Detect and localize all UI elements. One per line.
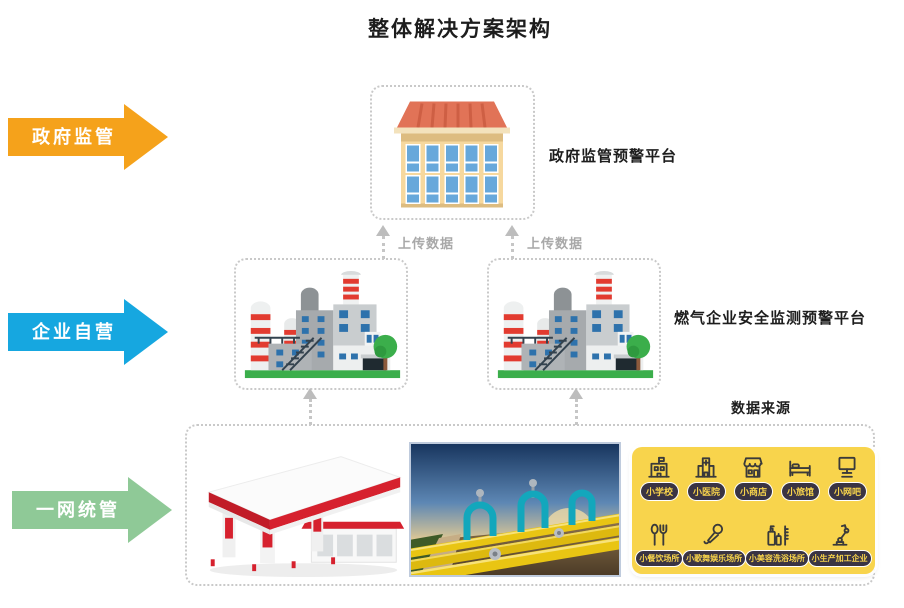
venue-item-beauty-bath: 小美容洗浴场所: [745, 522, 808, 566]
source-arrow-right-icon: [569, 388, 583, 425]
venue-label: 小生产加工企业: [808, 551, 871, 566]
venue-item-karaoke: 小歌舞娱乐场所: [683, 522, 746, 566]
gov-platform-box: [370, 85, 535, 220]
gas-station-icon: [207, 456, 405, 578]
lane-gov-label: 政府监管: [32, 127, 116, 147]
upload-data-label-right: 上传数据: [527, 236, 584, 251]
hospital-icon: [693, 454, 719, 480]
venue-item-shop: 小商店: [734, 454, 772, 500]
upload-arrow-left-icon: [376, 225, 390, 259]
data-source-label: 数据来源: [731, 400, 791, 416]
right-arrow-banner-icon: [8, 299, 168, 365]
factory-icon: [243, 269, 402, 380]
venue-label: 小网吧: [828, 483, 866, 500]
venue-label: 小餐饮场所: [636, 551, 683, 566]
venue-item-hotel: 小旅馆: [781, 454, 819, 500]
enterprise-factory-box-left: [234, 258, 408, 390]
right-arrow-banner-icon: [8, 104, 168, 170]
venue-item-manufacturer: 小生产加工企业: [808, 522, 871, 566]
venue-label: 小学校: [640, 483, 678, 500]
enterprise-factory-box-right: [487, 258, 661, 390]
enterprise-platform-label: 燃气企业安全监测预警平台: [674, 310, 867, 327]
government-building-icon: [394, 101, 510, 208]
venue-label: 小医院: [687, 483, 725, 500]
microphone-icon: [701, 522, 727, 548]
source-arrow-left-icon: [303, 388, 317, 425]
lane-network-label: 一网统管: [36, 500, 120, 520]
venue-item-hospital: 小医院: [687, 454, 725, 500]
gov-platform-label: 政府监管预警平台: [549, 148, 678, 165]
shop-icon: [740, 454, 766, 480]
computer-icon: [834, 454, 860, 480]
upload-data-label-left: 上传数据: [398, 236, 455, 251]
upload-arrow-right-icon: [505, 225, 519, 259]
page-title: 整体解决方案架构: [368, 18, 552, 41]
lane-gov-supervision: 政府监管: [8, 104, 168, 170]
venue-item-school: 小学校: [640, 454, 678, 500]
venue-panel: 小学校 小医院 小商店 小旅馆: [632, 447, 875, 574]
factory-icon: [496, 269, 655, 380]
hotel-bed-icon: [787, 454, 813, 480]
venue-label: 小商店: [734, 483, 772, 500]
venue-label: 小美容洗浴场所: [745, 551, 808, 566]
venue-row-2: 小餐饮场所 小歌舞娱乐场所 小美容洗浴场所 小生产加工企业: [636, 522, 871, 566]
lane-one-network: 一网统管: [12, 477, 172, 543]
lane-enterprise-self-run: 企业自营: [8, 299, 168, 365]
school-icon: [646, 454, 672, 480]
venue-item-cybercafe: 小网吧: [828, 454, 866, 500]
lane-enterprise-label: 企业自营: [32, 322, 116, 342]
cutlery-icon: [646, 522, 672, 548]
gas-pipeline-photo: [409, 442, 621, 577]
venue-row-1: 小学校 小医院 小商店 小旅馆: [636, 454, 871, 500]
cosmetics-icon: [764, 522, 790, 548]
venue-item-restaurant: 小餐饮场所: [636, 522, 683, 566]
venue-label: 小旅馆: [781, 483, 819, 500]
robot-arm-icon: [827, 522, 853, 548]
venue-label: 小歌舞娱乐场所: [683, 551, 746, 566]
right-arrow-banner-icon: [12, 477, 172, 543]
